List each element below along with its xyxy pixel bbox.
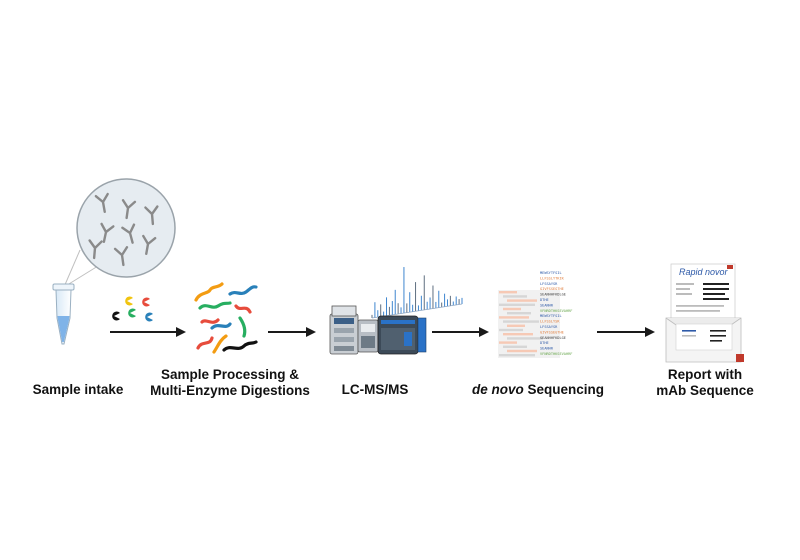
magnifier-circle: [76, 178, 176, 278]
peptide-sequence: LFSSAYSR: [540, 325, 558, 329]
label-report: Report with mAb Sequence: [640, 367, 770, 399]
report-text-lines: [676, 283, 729, 312]
lc-ms-ms-illustration: [329, 267, 463, 355]
peptide-fragment: [210, 322, 232, 330]
lc-instrument: [329, 305, 359, 355]
label-rest: Sequencing: [523, 382, 605, 397]
alignment-block: [503, 320, 539, 323]
peptide-sequence: VFNRDTHKSEVAHRF: [540, 352, 572, 356]
antibody-icon: [142, 234, 157, 256]
label-italic: de novo: [471, 382, 524, 397]
alignment-block: [503, 333, 533, 336]
alignment-block: [499, 316, 529, 319]
peptide-fragment: [196, 336, 214, 350]
peptide-fragment: [198, 301, 232, 310]
label-line: Multi-Enzyme Digestions: [150, 383, 310, 398]
report-illustration: Rapid novor: [665, 263, 744, 363]
peptide-sequence: SEANHHFKDLGE: [540, 293, 566, 297]
antibody-icon: [113, 246, 129, 267]
peptide-sequence: GIVFSSEGTHE: [540, 287, 564, 291]
alignment-block: [503, 307, 521, 311]
alignment-block: [507, 312, 531, 315]
peptide-sequence: SEANHR: [540, 347, 554, 351]
peptide-sequence: MEWSYTFSIL: [540, 271, 562, 275]
label-line: mAb Sequence: [656, 383, 754, 398]
enzyme-icon: [128, 308, 136, 318]
label-sample-intake: Sample intake: [18, 382, 138, 398]
peptide-fragment: [194, 282, 224, 302]
envelope-card: [675, 323, 733, 351]
peptide-fragments: [194, 282, 258, 354]
antibody-icon: [121, 223, 136, 244]
peptide-sequence: DTHE: [540, 341, 549, 345]
sample-intake-illustration: [52, 178, 176, 345]
label-line: LC-MS/MS: [341, 382, 409, 397]
label-line: Report with: [667, 367, 743, 382]
peptide-fragment: [228, 285, 258, 296]
mass-spectrometer: [377, 315, 427, 355]
alignment-grid: [499, 291, 543, 357]
alignment-block: [499, 341, 517, 344]
peptide-sequence: MEWSYTFSIL: [540, 314, 562, 318]
envelope-seal: [736, 354, 744, 362]
alignment-block: [507, 324, 525, 327]
label-sample-processing: Sample Processing & Multi-Enzyme Digesti…: [145, 367, 315, 399]
peptide-fragment: [222, 340, 258, 352]
peptide-sequence: LLFSSLYSR: [540, 320, 560, 324]
report-brand: Rapid novor: [679, 267, 729, 277]
alignment-block: [499, 291, 517, 294]
peptide-sequence: SEANHR: [540, 303, 554, 307]
enzyme-icon: [145, 312, 153, 322]
de-novo-illustration: MEWSYTFSILLLFSSLYTKIKLFSSAYSRGIVFSSEGTHE…: [498, 271, 572, 358]
antibody-icon: [144, 205, 159, 226]
enzyme-icons: [112, 296, 153, 322]
peptide-fragment: [212, 334, 228, 354]
peptide-sequence-list: MEWSYTFSILLLFSSLYTKIKLFSSAYSRGIVFSSEGTHE…: [540, 271, 572, 356]
label-line: Sample intake: [32, 382, 124, 397]
peptide-fragment: [238, 316, 247, 338]
label-lc-ms-ms: LC-MS/MS: [320, 382, 430, 398]
peptide-sequence: VFNRDTHKSEVAHRF: [540, 309, 572, 313]
alignment-block: [503, 345, 527, 348]
alignment-block: [499, 328, 523, 332]
label-line: Sample Processing &: [160, 367, 300, 382]
peptide-sequence: SEANHHFKDLGE: [540, 336, 566, 340]
alignment-block: [507, 337, 543, 340]
alignment-block: [499, 303, 535, 306]
peptide-fragment: [234, 304, 252, 314]
enzyme-icon: [125, 296, 133, 306]
peptide-sequence: DTHE: [540, 298, 549, 302]
antibody-icon: [94, 192, 109, 214]
alignment-block: [507, 299, 537, 302]
peptide-sequence: GIVFSSEGTHE: [540, 330, 564, 334]
antibody-icon: [121, 199, 137, 220]
alignment-block: [503, 295, 527, 298]
alignment-block: [499, 354, 535, 357]
antibody-icon: [100, 222, 115, 243]
peptide-sequence: LFSSAYSR: [540, 282, 558, 286]
alignment-block: [507, 349, 537, 353]
antibody-icons: [88, 192, 159, 267]
mass-spectrum: [371, 267, 463, 319]
peptide-sequence: LLFSSLYTKIK: [540, 276, 565, 280]
antibody-icon: [88, 239, 103, 260]
magnifier-line: [63, 249, 81, 288]
sample-tube: [52, 283, 75, 345]
label-de-novo: de novo Sequencing: [458, 382, 618, 398]
report-stamp: [727, 265, 733, 269]
autosampler: [357, 319, 379, 353]
peptide-fragment: [200, 318, 220, 324]
enzyme-icon: [112, 311, 120, 321]
enzyme-icon: [142, 297, 150, 307]
